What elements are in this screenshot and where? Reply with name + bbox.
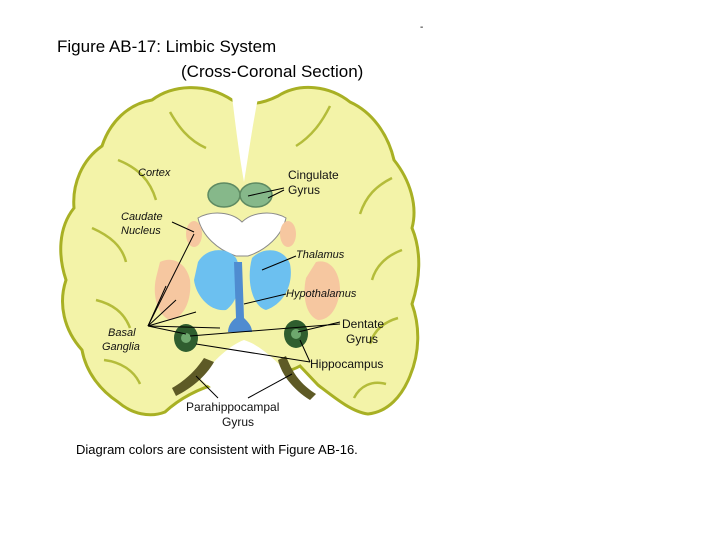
label-hippocampus: Hippocampus <box>310 357 383 371</box>
base-gap <box>200 340 292 396</box>
label-cingulate-2: Gyrus <box>288 183 320 197</box>
cortex-folds <box>91 105 403 399</box>
label-basal-1: Basal <box>108 327 136 339</box>
corner-mark: - <box>420 22 424 33</box>
figure-subtitle: (Cross-Coronal Section) <box>181 62 364 81</box>
parahippocampal-gyrus-right <box>278 356 316 400</box>
label-parahippocampal-1: Parahippocampal <box>186 400 279 414</box>
hypothalamus <box>228 262 252 332</box>
label-dentate-1: Dentate <box>342 317 384 331</box>
label-caudate-2: Nucleus <box>121 225 161 237</box>
thalamus-left <box>194 250 241 311</box>
label-thalamus: Thalamus <box>296 249 345 261</box>
label-cingulate-1: Cingulate <box>288 168 339 182</box>
caudate-nucleus-right <box>280 221 296 247</box>
label-caudate-1: Caudate <box>121 211 163 223</box>
basal-ganglia-right <box>304 261 340 320</box>
label-dentate-2: Gyrus <box>346 332 378 346</box>
cingulate-gyrus-right <box>239 182 273 208</box>
leader-lines <box>147 187 341 399</box>
cingulate-gyrus-left <box>207 182 241 208</box>
figure-caption: Diagram colors are consistent with Figur… <box>76 442 358 457</box>
label-basal-2: Ganglia <box>102 341 140 353</box>
label-parahippocampal-2: Gyrus <box>222 415 254 429</box>
label-hypothalamus: Hypothalamus <box>286 288 357 300</box>
figure-title: Figure AB-17: Limbic System <box>57 37 277 56</box>
lateral-ventricles <box>197 212 287 257</box>
label-cortex: Cortex <box>138 167 171 179</box>
basal-ganglia-left <box>154 259 191 320</box>
parahippocampal-gyrus-left <box>172 358 214 396</box>
